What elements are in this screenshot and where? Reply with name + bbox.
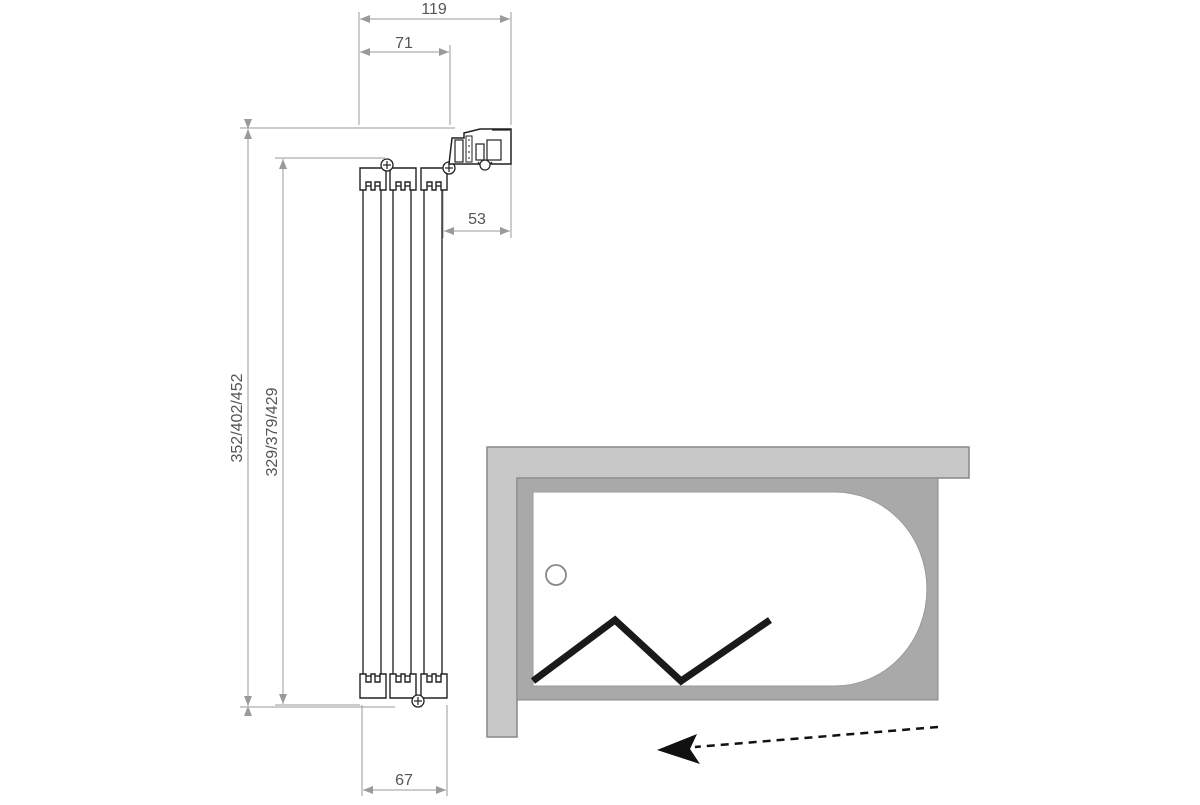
- dimension-label-outer-height: 352/402/452: [229, 373, 246, 462]
- dimension-119: 119: [358, 1, 512, 125]
- dimension-71: 71: [360, 35, 451, 125]
- dimension-inner-height: 329/379/429: [264, 157, 385, 706]
- screw-icon: [380, 158, 394, 172]
- dimension-label-inner-height: 329/379/429: [264, 387, 281, 476]
- drain-icon: [545, 564, 567, 586]
- folded-panels: [359, 158, 456, 708]
- dimension-67: 67: [361, 705, 448, 796]
- screw-icon: [442, 161, 456, 175]
- dimension-label-119: 119: [421, 1, 447, 18]
- dimension-label-53: 53: [468, 211, 486, 228]
- top-hinges: [359, 167, 448, 191]
- wall-profile: [448, 128, 512, 171]
- bottom-hinges: [359, 673, 448, 699]
- dimension-label-67: 67: [395, 772, 413, 789]
- dimension-label-71: 71: [395, 35, 413, 52]
- screw-icon: [411, 694, 425, 708]
- bathtub-plan: [486, 446, 970, 738]
- folding-door: [530, 615, 772, 686]
- direction-arrow-icon: [657, 725, 939, 764]
- dimension-outer-height: 352/402/452: [229, 119, 455, 716]
